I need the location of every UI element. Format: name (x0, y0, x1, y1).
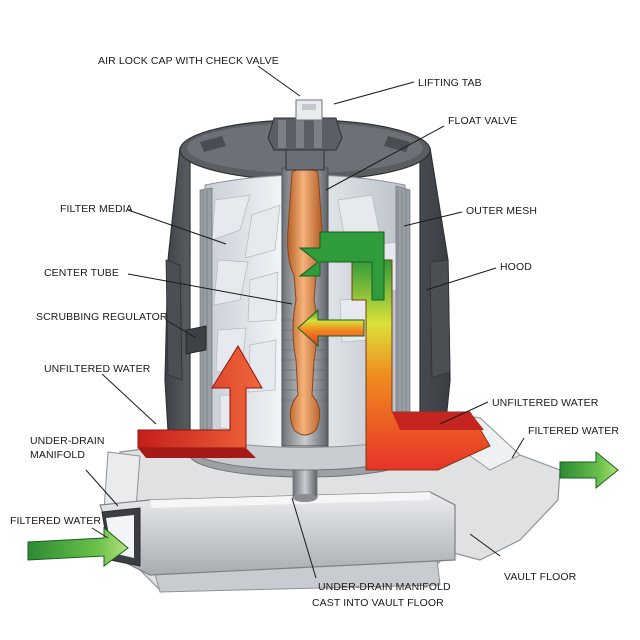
label-filter-media: FILTER MEDIA (60, 203, 133, 215)
filtered-water-arrow-inlet-left (27, 526, 129, 567)
lifting-tab (295, 99, 323, 121)
label-hood: HOOD (500, 261, 532, 273)
label-vault-floor: VAULT FLOOR (504, 571, 577, 583)
unfiltered-water-arrow-left (137, 345, 263, 458)
leader-lines (85, 65, 525, 579)
scrubbing-regulator (185, 325, 207, 355)
label-unfiltered-water-left: UNFILTERED WATER (44, 363, 151, 375)
unfiltered-to-filtered-flow-path (351, 259, 491, 471)
label-filtered-water-left: FILTERED WATER (10, 515, 101, 527)
label-air-lock-cap: AIR LOCK CAP WITH CHECK VALVE (98, 55, 279, 67)
label-float-valve: FLOAT VALVE (448, 115, 517, 127)
label-manifold-cast-line1: UNDER-DRAIN MANIFOLD (318, 581, 451, 593)
label-lifting-tab: LIFTING TAB (418, 77, 482, 89)
label-center-tube: CENTER TUBE (44, 267, 119, 279)
label-manifold-cast-line2: CAST INTO VAULT FLOOR (312, 597, 444, 609)
label-under-drain-manifold-line2: MANIFOLD (30, 449, 85, 461)
air-lock-cap (267, 117, 343, 171)
label-filtered-water-right: FILTERED WATER (528, 425, 619, 437)
filtered-water-arrow-outlet-right (559, 450, 619, 490)
filtered-water-arrow-lower (297, 308, 365, 348)
label-under-drain-manifold-line1: UNDER-DRAIN (30, 435, 105, 447)
label-scrubbing-regulator: SCRUBBING REGULATOR (36, 311, 168, 323)
label-unfiltered-water-right: UNFILTERED WATER (492, 397, 599, 409)
filtered-water-arrow-upper (298, 231, 385, 301)
label-outer-mesh: OUTER MESH (466, 205, 537, 217)
under-drain-manifold (99, 491, 456, 576)
labels: AIR LOCK CAP WITH CHECK VALVE LIFTING TA… (10, 55, 619, 609)
